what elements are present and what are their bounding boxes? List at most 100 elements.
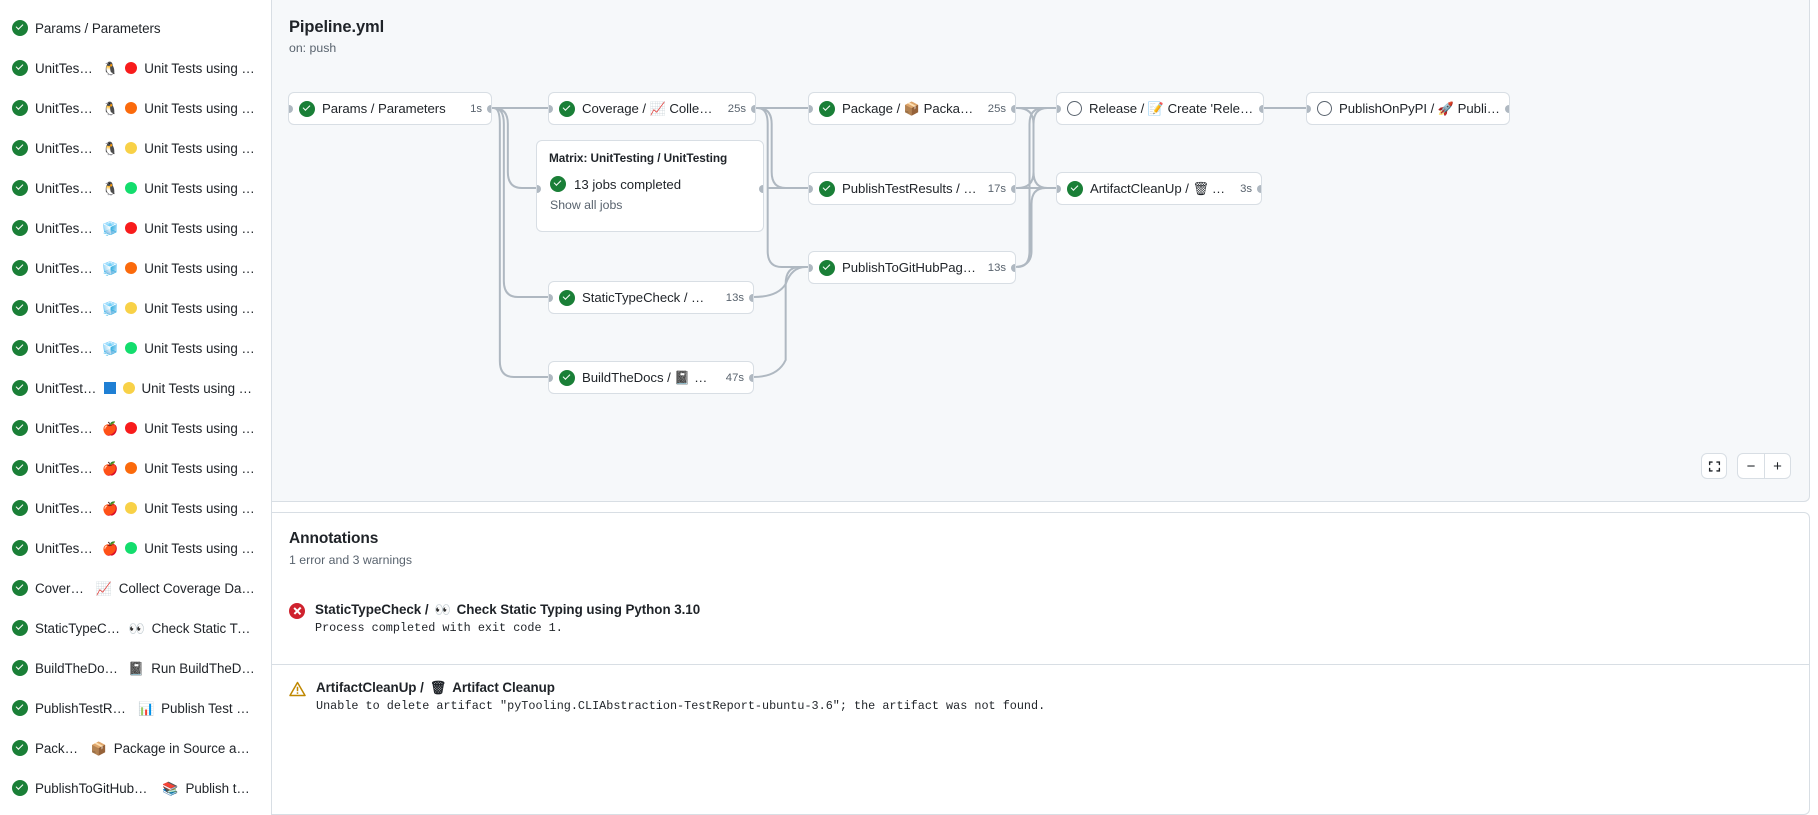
step-icon: 📦	[903, 101, 920, 116]
sidebar-item-label: Coverage /	[35, 580, 89, 596]
sidebar-item-unittesting-11[interactable]: UnitTesting / 🍎Unit Tests using Pyth…	[4, 448, 267, 488]
matrix-title: Matrix: UnitTesting / UnitTesting	[549, 151, 728, 165]
status-success-icon	[12, 340, 28, 356]
status-success-icon	[12, 20, 28, 36]
edge-pin	[549, 293, 553, 302]
graph-node-duration: 1s	[470, 102, 482, 115]
version-dot-icon	[125, 142, 138, 154]
sidebar-item-unittesting-4[interactable]: UnitTesting / 🐧Unit Tests using Pyth…	[4, 168, 267, 208]
version-dot-icon	[125, 182, 138, 194]
sidebar-item-label: Params / Parameters	[35, 20, 161, 36]
edge-pin	[1057, 184, 1061, 193]
graph-node-publishonpypi[interactable]: PublishOnPyPI / 🚀 Publish to …	[1306, 92, 1510, 125]
graph-node-package[interactable]: Package / 📦 Package in So…25s	[808, 92, 1016, 125]
step-icon: 📈	[649, 101, 666, 116]
version-dot-icon	[125, 422, 138, 434]
graph-node-publishtogithubpages[interactable]: PublishToGitHubPages / 📚 …13s	[808, 251, 1016, 284]
graph-zoom-controls[interactable]: − +	[1701, 453, 1791, 479]
platform-icon: 🍎	[102, 540, 119, 556]
sidebar-item-label: StaticTypeCheck /	[35, 620, 122, 636]
graph-node-label: Coverage / 📈 Collect Cove…	[582, 101, 717, 116]
graph-node-publishtestresults[interactable]: PublishTestResults / 📊 Pu…17s	[808, 172, 1016, 205]
status-success-icon	[550, 176, 566, 192]
sidebar-item-step-label: Package in Source and Wh…	[113, 740, 257, 756]
fullscreen-icon[interactable]	[1701, 453, 1727, 479]
sidebar-item-statictypecheck[interactable]: StaticTypeCheck / 👀Check Static Typing…	[4, 608, 267, 648]
graph-node-label: Release / 📝 Create 'Release P…	[1089, 101, 1254, 116]
graph-node-coverage[interactable]: Coverage / 📈 Collect Cove…25s	[548, 92, 756, 125]
status-success-icon	[12, 740, 28, 756]
annotations-title: Annotations	[289, 530, 379, 547]
zoom-out-button[interactable]: −	[1746, 457, 1756, 475]
platform-icon: 🍎	[102, 500, 119, 516]
sidebar-item-label: UnitTesting /	[35, 340, 96, 356]
platform-icon: 🍎	[102, 460, 119, 476]
platform-icon: 🧊	[102, 220, 119, 236]
graph-node-duration: 13s	[725, 291, 744, 304]
sidebar-item-unittesting-13[interactable]: UnitTesting / 🍎 Unit Tests using Pyth…	[4, 528, 267, 568]
sidebar-item-step-label: Run BuildTheDocs	[151, 660, 257, 676]
status-success-icon	[12, 260, 28, 276]
sidebar-item-unittesting-1[interactable]: UnitTesting / 🐧Unit Tests using Pyth…	[4, 48, 267, 88]
version-dot-icon	[125, 222, 138, 234]
sidebar-item-unittesting-2[interactable]: UnitTesting / 🐧Unit Tests using Pyth…	[4, 88, 267, 128]
status-success-icon	[12, 660, 28, 676]
graph-node-statictypecheck[interactable]: StaticTypeCheck / 👀 Chec…13s	[548, 281, 754, 314]
graph-node-duration: 3s	[1240, 182, 1252, 195]
status-success-icon	[12, 60, 28, 76]
sidebar-item-unittesting-10[interactable]: UnitTesting / 🍎Unit Tests using Pyth…	[4, 408, 267, 448]
sidebar-item-unittesting-9[interactable]: UnitTesting / Unit Tests using Pyth…	[4, 368, 267, 408]
sidebar-item-unittesting-7[interactable]: UnitTesting / 🧊Unit Tests using Pyth…	[4, 288, 267, 328]
status-success-icon	[12, 580, 28, 596]
platform-icon: 👀	[128, 620, 145, 636]
sidebar-item-unittesting-12[interactable]: UnitTesting / 🍎Unit Tests using Pyth…	[4, 488, 267, 528]
sidebar-item-label: UnitTesting /	[35, 220, 96, 236]
zoom-in-button[interactable]: +	[1764, 454, 1790, 478]
graph-edges	[489, 106, 1308, 378]
graph-node-label: PublishTestResults / 📊 Pu…	[842, 181, 977, 196]
platform-icon: 🍎	[102, 420, 119, 436]
sidebar-item-step-label: Unit Tests using Pyth…	[144, 540, 257, 556]
sidebar-item-package[interactable]: Package / 📦Package in Source and Wh…	[4, 728, 267, 768]
workflow-trigger: on: push	[289, 41, 337, 55]
sidebar-item-label: UnitTesting /	[35, 540, 96, 556]
step-icon: 📓	[674, 370, 691, 385]
version-dot-icon	[125, 62, 138, 74]
sidebar-item-unittesting-5[interactable]: UnitTesting / 🧊Unit Tests using Pyth…	[4, 208, 267, 248]
sidebar-item-unittesting-6[interactable]: UnitTesting / 🧊Unit Tests using Pyth…	[4, 248, 267, 288]
annotations-list: StaticTypeCheck / 👀 Check Static Typing …	[272, 587, 1809, 728]
platform-icon: 🧊	[102, 340, 119, 356]
graph-node-duration: 47s	[725, 371, 744, 384]
status-success-icon	[12, 500, 28, 516]
annotation-title[interactable]: ArtifactCleanUp / 🗑 Artifact Cleanup	[316, 680, 555, 695]
graph-node-release[interactable]: Release / 📝 Create 'Release P…	[1056, 92, 1264, 125]
sidebar-item-unittesting-8[interactable]: UnitTesting / 🧊Unit Tests using Pyth…	[4, 328, 267, 368]
platform-icon: 📈	[95, 580, 112, 596]
graph-node-buildthedocs[interactable]: BuildTheDocs / 📓 Run Buil…47s	[548, 361, 754, 394]
sidebar-item-publishtogithubpages[interactable]: PublishToGitHubPages / 📚Publish to G…	[4, 768, 267, 808]
show-all-jobs-link[interactable]: Show all jobs	[550, 198, 623, 212]
sidebar-item-unittesting-3[interactable]: UnitTesting / 🐧Unit Tests using Pyth…	[4, 128, 267, 168]
step-icon: 🗑	[429, 680, 447, 695]
platform-icon: 🐧	[102, 180, 119, 196]
status-success-icon	[12, 140, 28, 156]
graph-node-duration: 13s	[987, 261, 1006, 274]
workflow-graph-card: Pipeline.yml on: push	[272, 0, 1810, 502]
step-icon: 📊	[963, 182, 976, 195]
sidebar-item-step-label: Unit Tests using Pyth…	[141, 380, 257, 396]
status-success-icon	[12, 620, 28, 636]
platform-icon: 📦	[90, 740, 107, 756]
annotation-title[interactable]: StaticTypeCheck / 👀 Check Static Typing …	[315, 602, 701, 617]
graph-node-label: PublishOnPyPI / 🚀 Publish to …	[1339, 101, 1500, 116]
platform-icon: 🧊	[102, 300, 119, 316]
sidebar-item-publishtestresults[interactable]: PublishTestResults / 📊Publish Test Resu…	[4, 688, 267, 728]
sidebar-item-params[interactable]: Params / Parameters	[4, 8, 267, 48]
graph-node-artifactcleanup[interactable]: ArtifactCleanUp / 🗑 Artifac… 3s	[1056, 172, 1262, 205]
sidebar-item-coverage[interactable]: Coverage / 📈Collect Coverage Data usi…	[4, 568, 267, 608]
sidebar-item-buildthedocs[interactable]: BuildTheDocs / 📓Run BuildTheDocs	[4, 648, 267, 688]
graph-node-label: ArtifactCleanUp / 🗑 Artifac…	[1090, 181, 1229, 196]
